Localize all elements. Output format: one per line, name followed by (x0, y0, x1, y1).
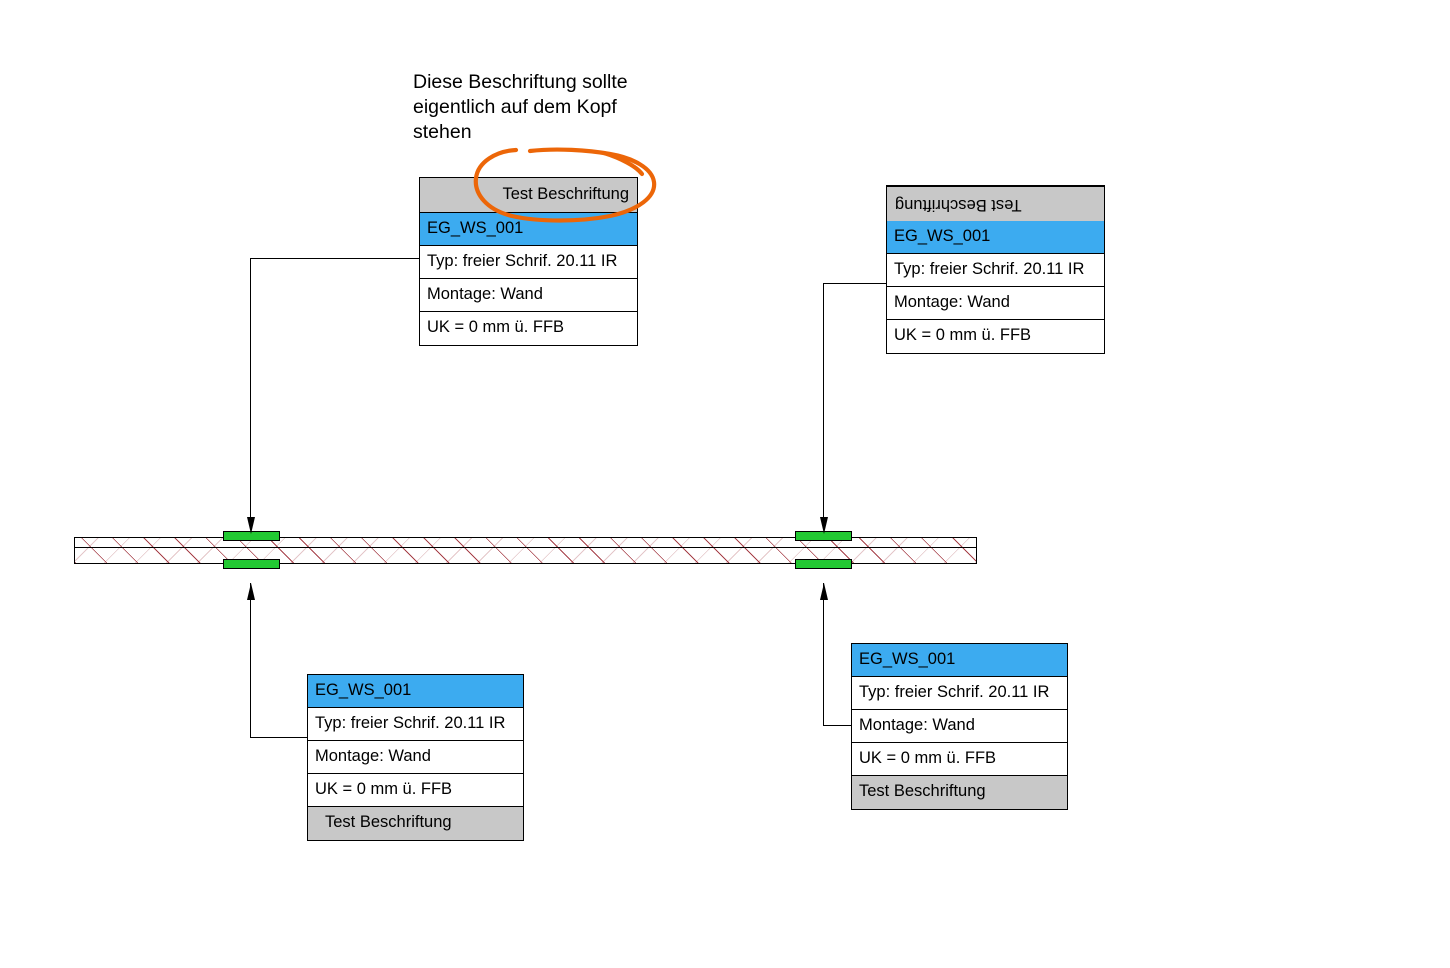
tag-id-top-right: EG_WS_001 (887, 221, 1104, 254)
tag-box-bottom-right[interactable]: EG_WS_001 Typ: freier Schrif. 20.11 IR M… (851, 643, 1068, 810)
leader-line-bottom-left-horizontal (250, 737, 308, 739)
leader-line-top-right-vertical (823, 283, 825, 520)
tag-box-bottom-left[interactable]: EG_WS_001 Typ: freier Schrif. 20.11 IR M… (307, 674, 524, 841)
tag-type-bottom-right: Typ: freier Schrif. 20.11 IR (852, 677, 1067, 710)
wall-core-line (75, 546, 976, 549)
leader-line-top-left-vertical (250, 258, 252, 520)
tag-label-top-left: Test Beschriftung (420, 178, 637, 213)
tag-height-top-right: UK = 0 mm ü. FFB (887, 320, 1104, 353)
leader-line-bottom-left-vertical (250, 583, 252, 738)
wall-switch-bottom-left[interactable] (223, 559, 280, 569)
leader-line-bottom-right-horizontal (823, 725, 851, 727)
tag-label-top-right-flipped: Test Beschriftung (887, 186, 1104, 221)
tag-mounting-top-left: Montage: Wand (420, 279, 637, 312)
leader-line-bottom-right-vertical (823, 583, 825, 726)
tag-type-top-right: Typ: freier Schrif. 20.11 IR (887, 254, 1104, 287)
annotation-note-text: Diese Beschriftung sollte eigentlich auf… (413, 71, 628, 143)
tag-mounting-bottom-left: Montage: Wand (308, 741, 523, 774)
tag-type-bottom-left: Typ: freier Schrif. 20.11 IR (308, 708, 523, 741)
wall-switch-bottom-right[interactable] (795, 559, 852, 569)
leader-arrow-top-left-icon (247, 517, 255, 534)
leader-arrow-bottom-right-icon (820, 583, 828, 600)
leader-arrow-bottom-left-icon (247, 583, 255, 600)
tag-mounting-top-right: Montage: Wand (887, 287, 1104, 320)
tag-box-top-left[interactable]: Test Beschriftung EG_WS_001 Typ: freier … (419, 177, 638, 346)
wall-hatch-pattern (75, 538, 976, 563)
tag-id-bottom-left: EG_WS_001 (308, 675, 523, 708)
tag-label-bottom-left: Test Beschriftung (308, 807, 523, 840)
tag-id-top-left: EG_WS_001 (420, 213, 637, 246)
leader-line-top-right-horizontal (823, 283, 887, 285)
tag-height-top-left: UK = 0 mm ü. FFB (420, 312, 637, 345)
tag-label-bottom-right: Test Beschriftung (852, 776, 1067, 809)
tag-id-bottom-right: EG_WS_001 (852, 644, 1067, 677)
tag-height-bottom-right: UK = 0 mm ü. FFB (852, 743, 1067, 776)
tag-mounting-bottom-right: Montage: Wand (852, 710, 1067, 743)
leader-line-top-left-horizontal (250, 258, 420, 260)
tag-type-top-left: Typ: freier Schrif. 20.11 IR (420, 246, 637, 279)
leader-arrow-top-right-icon (820, 517, 828, 534)
tag-height-bottom-left: UK = 0 mm ü. FFB (308, 774, 523, 807)
tag-box-top-right[interactable]: Test Beschriftung EG_WS_001 Typ: freier … (886, 185, 1105, 354)
